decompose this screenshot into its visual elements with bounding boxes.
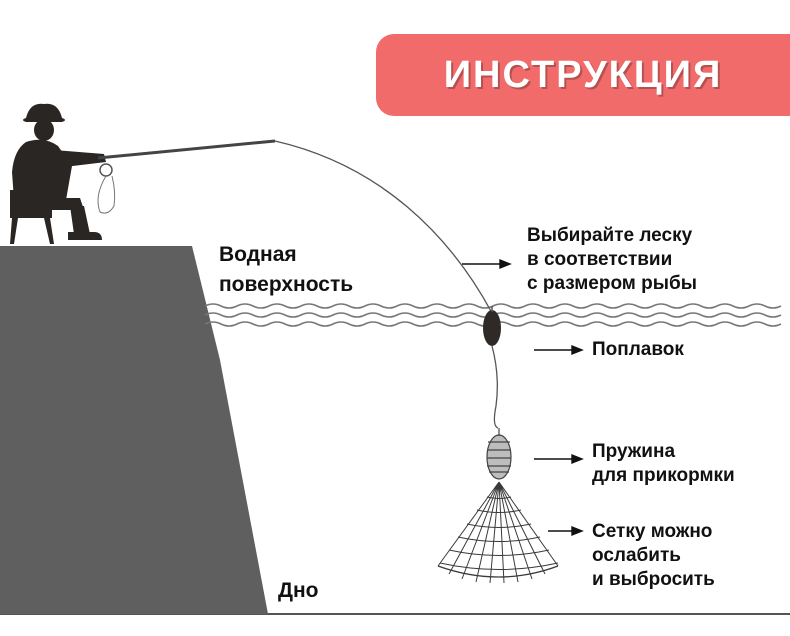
float-icon <box>483 310 501 346</box>
label-net-line-2: ослабить <box>592 545 681 566</box>
arrow-net-head <box>571 525 584 537</box>
arrow-spring-head <box>571 453 584 465</box>
label-spring-line-2: для прикормки <box>592 465 735 486</box>
label-line-tip-line-2: в соответствии <box>527 249 673 270</box>
net-icon <box>437 481 559 584</box>
label-line-tip-line-3: с размером рыбы <box>527 273 697 294</box>
label-bottom: Дно <box>278 579 319 602</box>
arrow-line-tip-head <box>499 258 512 270</box>
line-loop <box>97 175 116 214</box>
label-float: Поплавок <box>592 339 684 360</box>
leader-line <box>491 345 499 429</box>
instruction-banner: ИНСТРУКЦИЯ <box>376 34 790 116</box>
label-spring: Пружина для прикормки <box>592 440 735 488</box>
banner-title: ИНСТРУКЦИЯ <box>443 53 723 96</box>
fisherman-icon <box>10 103 106 244</box>
reel-icon <box>99 163 113 177</box>
arrow-float-head <box>571 344 584 356</box>
label-spring-line-1: Пружина <box>592 441 676 462</box>
spring-feeder-icon <box>486 428 512 480</box>
label-net: Сетку можно ослабить и выбросить <box>592 520 715 592</box>
label-net-line-3: и выбросить <box>592 569 715 590</box>
label-net-line-1: Сетку можно <box>592 521 713 542</box>
label-water-surface: Водная поверхность <box>219 240 353 300</box>
label-line-tip-line-1: Выбирайте леску <box>527 225 693 246</box>
label-water-surface-line-1: Водная <box>219 243 297 266</box>
arrows <box>462 258 584 537</box>
fishing-line <box>274 140 493 314</box>
label-line-tip: Выбирайте леску в соответствии с размеро… <box>527 224 697 296</box>
fishing-rod <box>97 139 276 160</box>
label-water-surface-line-2: поверхность <box>219 273 354 296</box>
bank <box>0 246 268 614</box>
